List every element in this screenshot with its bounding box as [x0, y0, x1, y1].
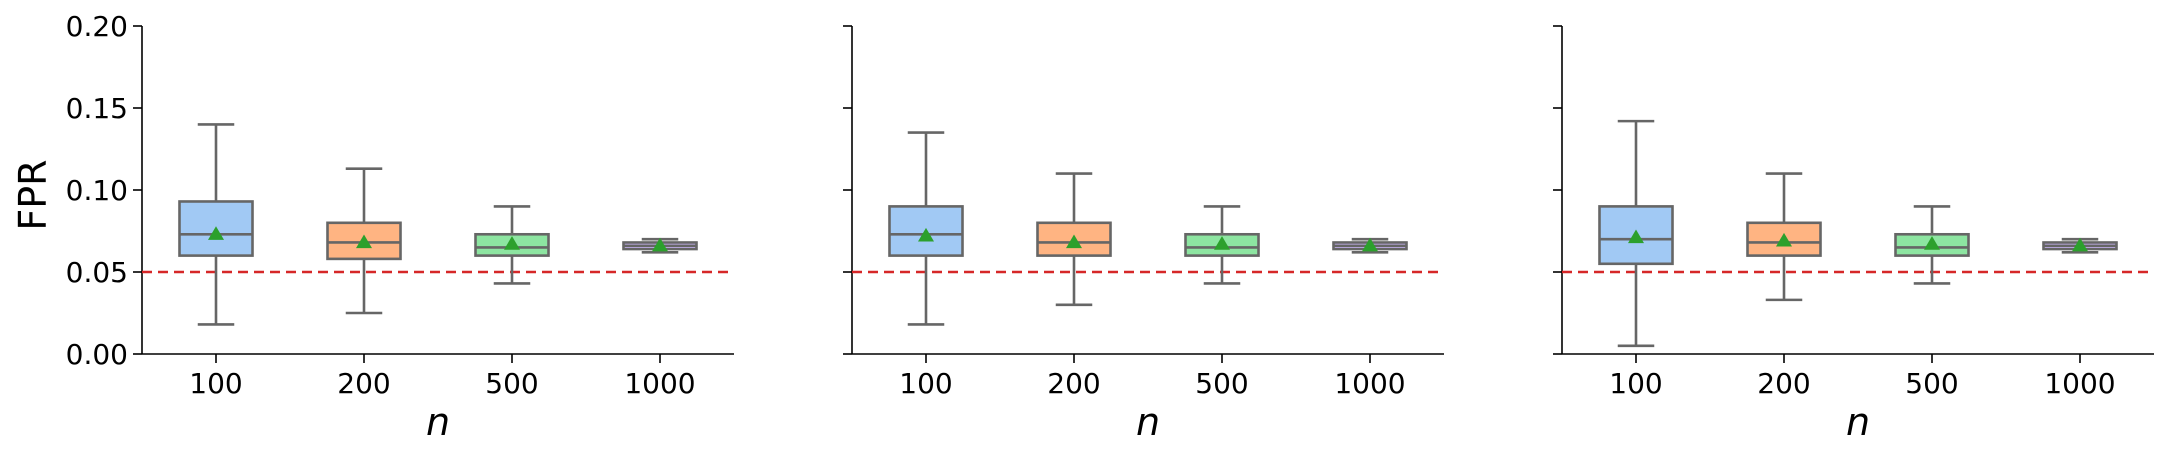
mean-marker: [1776, 232, 1792, 247]
box-100: [888, 131, 964, 326]
x-tick-label: 500: [1905, 367, 1958, 400]
x-tick-label: 500: [485, 367, 538, 400]
x-tick-label: 200: [1047, 367, 1100, 400]
panel-2: 100 200 500 1000 n: [843, 25, 1444, 444]
y-tick-label: 0.10: [66, 174, 128, 207]
box-body: [1598, 205, 1674, 266]
box-500: [1894, 205, 1970, 285]
mean-marker: [2072, 237, 2088, 252]
mean-marker: [208, 226, 224, 240]
y-tick-label: 0.05: [66, 256, 128, 289]
mean-marker: [1214, 236, 1230, 250]
y-tick-label: 0.20: [66, 10, 128, 43]
box-body: [888, 205, 964, 257]
x-tick-label: 200: [337, 367, 390, 400]
mean-marker: [504, 236, 520, 250]
box-200: [1746, 172, 1822, 302]
x-tick-label: 1000: [2044, 367, 2115, 400]
x-axis-label: n: [1846, 400, 1870, 444]
x-tick-label: 1000: [624, 367, 695, 400]
y-tick-label: 0.15: [66, 92, 128, 125]
panels: 0.00 0.05 0.10 0.15 0.20 100 200 500 1000 n 100 200…: [66, 10, 2154, 444]
mean-marker: [1066, 234, 1082, 249]
x-tick-label: 500: [1195, 367, 1248, 400]
x-axis-label: n: [426, 400, 450, 444]
panel-3: 100 200 500 1000 n: [1553, 25, 2154, 444]
x-tick-label: 100: [189, 367, 242, 400]
mean-marker: [1628, 229, 1644, 244]
box-1000: [622, 237, 698, 254]
x-tick-label: 1000: [1334, 367, 1405, 400]
x-axis-label: n: [1136, 400, 1160, 444]
box-100: [1598, 119, 1674, 348]
box-100: [178, 123, 254, 326]
x-tick-label: 100: [1609, 367, 1662, 400]
box-500: [474, 205, 550, 285]
mean-marker: [1924, 236, 1940, 250]
mean-marker: [1362, 237, 1378, 252]
mean-marker: [918, 227, 934, 242]
mean-marker: [652, 237, 668, 252]
panel-1: 0.00 0.05 0.10 0.15 0.20 100 200 500 1000 n: [66, 10, 734, 444]
box-200: [1036, 172, 1112, 307]
box-1000: [2042, 237, 2118, 254]
y-axis-label: FPR: [11, 159, 55, 230]
x-tick-label: 100: [899, 367, 952, 400]
mean-marker: [356, 234, 372, 249]
box-1000: [1332, 237, 1408, 254]
y-tick-label: 0.00: [66, 338, 128, 371]
box-200: [326, 167, 402, 315]
box-500: [1184, 205, 1260, 285]
x-tick-label: 200: [1757, 367, 1810, 400]
